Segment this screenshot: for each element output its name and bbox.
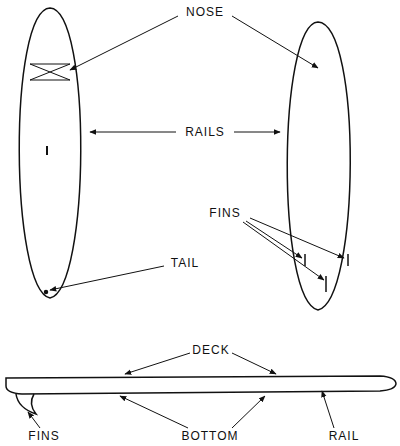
tail-dot bbox=[45, 291, 48, 294]
board-bottom-view bbox=[287, 22, 350, 310]
part-label: RAIL bbox=[327, 429, 362, 443]
part-label: NOSE bbox=[184, 5, 226, 19]
part-label: FINS bbox=[207, 206, 242, 220]
side-fin bbox=[16, 394, 36, 414]
board-deck-view bbox=[19, 8, 81, 298]
leash-plug bbox=[46, 146, 48, 155]
deck-logo bbox=[30, 64, 70, 80]
board-side-view bbox=[6, 376, 396, 394]
part-label: TAIL bbox=[169, 256, 201, 270]
fin bbox=[347, 254, 349, 266]
part-label: BOTTOM bbox=[179, 429, 240, 443]
part-label: DECK bbox=[190, 343, 231, 357]
part-label: RAILS bbox=[183, 125, 227, 139]
part-label: FINS bbox=[26, 429, 61, 443]
fin bbox=[304, 254, 306, 266]
fin bbox=[325, 276, 327, 292]
